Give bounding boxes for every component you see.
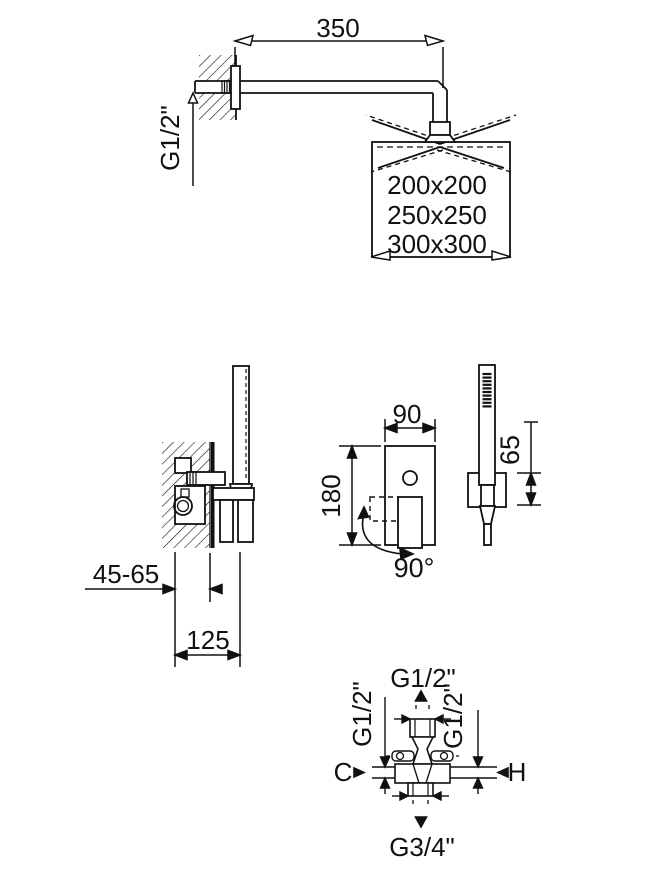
dim-arrow (346, 443, 358, 459)
dim-arrow (172, 649, 188, 661)
dim-arrow (433, 713, 444, 725)
plate-height-value: 180 (316, 474, 346, 517)
arm-length-value: 350 (316, 13, 359, 43)
mixer-handle-side (212, 487, 255, 543)
dim-arrow (423, 34, 446, 47)
wall-thread-callout (187, 91, 199, 186)
mixer-front-view: 90 180 90° (316, 399, 438, 583)
bottom-port-dimension (392, 790, 449, 802)
shower-head-outline (371, 141, 511, 258)
mixer-handle-front (397, 496, 423, 549)
top-port-dimension (394, 713, 451, 725)
head-size-option-1: 200x200 (387, 170, 487, 200)
dim-arrow (227, 649, 243, 661)
spray-face-stripes (482, 372, 492, 408)
cold-inlet-arrow (353, 766, 366, 779)
wall-thread-label: G1/2" (155, 105, 185, 171)
hand-shower-front-view: 65 (467, 364, 541, 546)
dim-arrow (401, 713, 412, 725)
head-size-option-3: 300x300 (387, 229, 487, 259)
dim-arrow (232, 34, 255, 47)
handle-angle-value: 90° (394, 553, 435, 583)
shower-arm-pipe (194, 65, 448, 122)
dim-arrow (382, 422, 398, 434)
arc-arrow (399, 546, 415, 561)
mount-hole-left (395, 751, 405, 761)
dim-arrow (346, 532, 358, 548)
depth-range-value: 45-65 (93, 559, 160, 589)
top-thread-label: G1/2" (390, 663, 456, 693)
bottom-thread-label: G3/4" (389, 832, 455, 862)
dim-arrow (525, 492, 537, 508)
hand-shower-side (228, 365, 254, 495)
dim-arrow (399, 790, 410, 802)
hand-shower-handle (478, 364, 496, 486)
dim-arrow (472, 756, 484, 769)
plate-width-value: 90 (393, 399, 422, 429)
dim-arrow (525, 470, 537, 486)
arm-wall-flange (230, 65, 241, 110)
valve-stem (410, 736, 435, 765)
mount-hole-right (439, 751, 449, 761)
valve-body (394, 763, 451, 784)
hot-inlet-arrow (496, 766, 509, 779)
holder-offset-value: 65 (495, 435, 525, 465)
hose-cone (478, 505, 497, 525)
left-thread-label: G1/2" (347, 681, 377, 747)
flow-arrow-down (414, 816, 428, 829)
shower-arm-top-view: 350 G1/2" (155, 13, 517, 261)
right-thread-dimension (472, 710, 484, 794)
valve-connection-schematic: G1/2" (334, 663, 527, 862)
concealed-valve-body (173, 457, 226, 525)
top-port-pipe (409, 718, 436, 738)
bottom-port-pipe (407, 782, 434, 797)
left-thread-dimension (379, 697, 391, 794)
rotation-arc (357, 505, 415, 561)
holder-offset-dimension (517, 421, 541, 508)
head-dim-arrow (370, 249, 391, 261)
head-connection-nut (423, 121, 457, 143)
flow-arrow-up (414, 689, 428, 702)
dim-arrow (431, 790, 442, 802)
arc-arrow (357, 505, 370, 520)
mixer-side-view: 45-65 125 (85, 365, 255, 667)
plate-height-dimension (339, 443, 381, 548)
head-size-option-2: 250x250 (387, 200, 487, 230)
cartridge-circle (173, 496, 193, 516)
dim-arrow (379, 756, 391, 769)
dim-arrow (379, 776, 391, 789)
head-dim-arrow (491, 249, 512, 261)
dim-arrow (422, 422, 438, 434)
leader-arrow (187, 91, 199, 104)
plate-width-dimension (382, 419, 438, 442)
cold-inlet-label: C (334, 757, 353, 787)
hot-inlet-label: H (508, 757, 527, 787)
dim-arrow (472, 776, 484, 789)
diverter-button (402, 470, 418, 486)
dim-arrow (162, 583, 178, 595)
overall-depth-value: 125 (186, 625, 229, 655)
hose (483, 523, 492, 546)
side-view-dimensions (85, 552, 243, 667)
dim-arrow (207, 583, 223, 595)
arm-length-dimension (232, 34, 446, 88)
right-thread-label: G1/2" (438, 683, 468, 749)
